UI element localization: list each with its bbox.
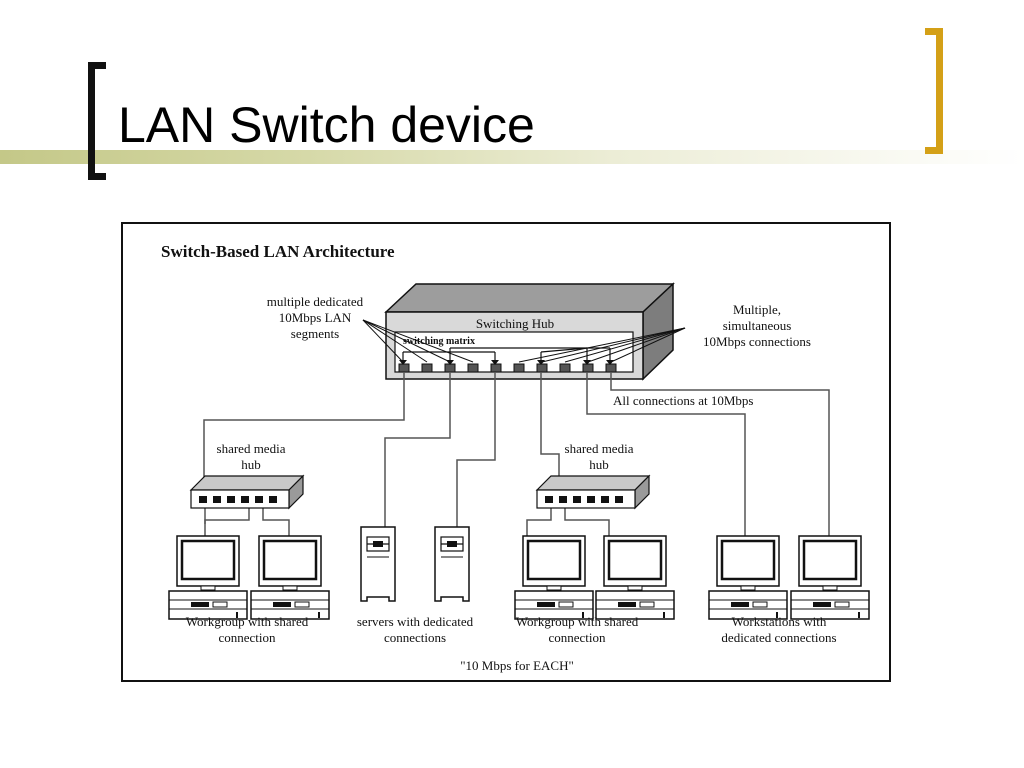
segments-annotation: multiple dedicated 10Mbps LAN segments (267, 294, 474, 363)
svg-text:simultaneous: simultaneous (723, 318, 792, 333)
workstations (707, 534, 871, 621)
svg-text:multiple dedicated: multiple dedicated (267, 294, 364, 309)
workgroup-left-computers (167, 534, 331, 621)
slide-title: LAN Switch device (118, 97, 535, 153)
svg-text:hub: hub (241, 457, 261, 472)
right-bracket (925, 28, 943, 154)
svg-text:shared media: shared media (217, 441, 286, 456)
caption-workgroup-right-1: Workgroup with shared (516, 614, 639, 629)
svg-text:10Mbps connections: 10Mbps connections (703, 334, 811, 349)
diagram-frame: Switch-Based LAN Architecture Switching … (121, 222, 891, 682)
svg-text:10Mbps LAN: 10Mbps LAN (279, 310, 352, 325)
title-accent-bar (0, 150, 1024, 164)
shared-hub-right: shared media hub (536, 441, 650, 509)
svg-text:segments: segments (291, 326, 339, 341)
hub-label: Switching Hub (476, 316, 554, 331)
diagram-heading: Switch-Based LAN Architecture (161, 242, 395, 261)
svg-text:Multiple,: Multiple, (733, 302, 781, 317)
caption-workgroup-left-1: Workgroup with shared (186, 614, 309, 629)
cables (203, 372, 830, 536)
workgroup-right-computers (513, 534, 676, 621)
svg-text:shared media: shared media (565, 441, 634, 456)
left-bracket (88, 62, 106, 180)
switching-hub: Switching Hub switching matrix (384, 282, 675, 381)
shared-hub-left: shared media hub (190, 441, 304, 509)
simultaneous-annotation: Multiple, simultaneous 10Mbps connection… (518, 302, 811, 363)
caption-servers-2: connections (384, 630, 446, 645)
caption-workgroup-right-2: connection (548, 630, 606, 645)
network-diagram: Switch-Based LAN Architecture Switching … (161, 242, 871, 673)
caption-workgroup-left-2: connection (218, 630, 276, 645)
caption-bottom: "10 Mbps for EACH" (460, 658, 574, 673)
caption-servers-1: servers with dedicated (357, 614, 474, 629)
servers (360, 526, 470, 602)
all-connections-label: All connections at 10Mbps (613, 393, 753, 408)
matrix-label: switching matrix (403, 336, 475, 347)
caption-workstations-1: Workstations with (732, 614, 827, 629)
caption-workstations-2: dedicated connections (721, 630, 836, 645)
svg-text:hub: hub (589, 457, 609, 472)
